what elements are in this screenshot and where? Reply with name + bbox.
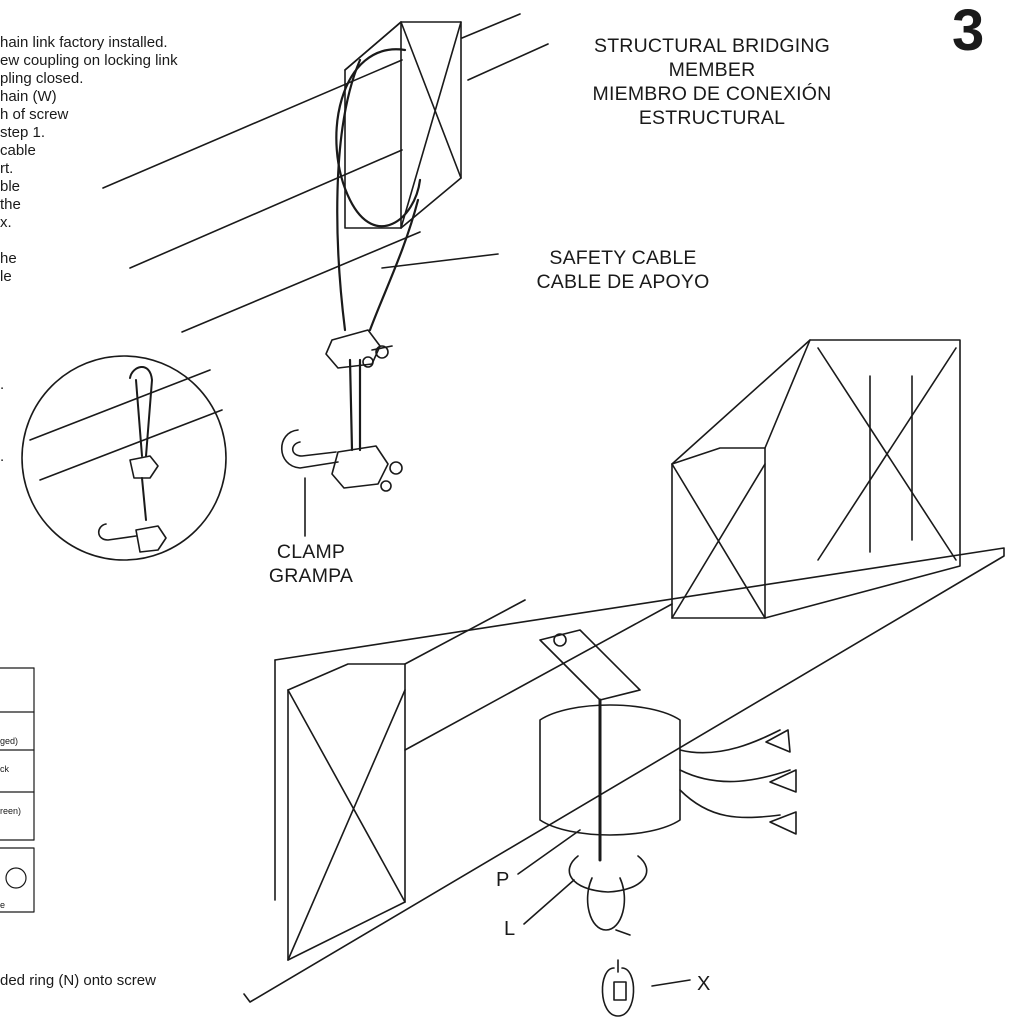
instruction-line: le xyxy=(0,268,12,285)
step-number: 3 xyxy=(952,0,985,63)
instruction-line: cable xyxy=(0,142,36,159)
instruction-line: ew coupling on locking link xyxy=(0,52,178,69)
front-box xyxy=(287,599,673,961)
wiring-cell: ged) xyxy=(0,736,19,746)
ceiling-box-structure xyxy=(671,339,961,619)
quick-link-x xyxy=(601,959,635,1017)
label-clamp: CLAMP GRAMPA xyxy=(268,541,354,587)
label-safety-cable: SAFETY CABLE CABLE DE APOYO xyxy=(536,247,710,293)
label-part-p: P xyxy=(496,869,510,891)
instruction-line: rt. xyxy=(0,160,14,177)
label-structural-bridging: STRUCTURAL BRIDGING MEMBER MIEMBRO DE CO… xyxy=(592,35,832,129)
instruction-line: x. xyxy=(0,214,12,231)
instruction-line: he xyxy=(0,250,17,267)
bottom-instruction: ded ring (N) onto screw xyxy=(0,972,156,989)
wire-nuts xyxy=(765,729,797,835)
mounting-assembly xyxy=(539,629,791,936)
instruction-line: pling closed. xyxy=(0,70,84,87)
label-part-l: L xyxy=(504,918,516,940)
instruction-line: ble xyxy=(0,178,21,195)
floor-plane xyxy=(243,547,1005,1003)
wiring-cell: e xyxy=(0,900,6,910)
instruction-line: hain (W) xyxy=(0,88,57,105)
instruction-line: step 1. xyxy=(0,124,46,141)
instruction-line: . xyxy=(0,448,5,465)
wiring-cell: ck xyxy=(0,764,9,774)
label-part-x: X xyxy=(697,973,711,995)
instruction-line: h of screw xyxy=(0,106,69,123)
instruction-line: hain link factory installed. xyxy=(0,34,168,51)
instruction-line: . xyxy=(0,376,5,393)
clamp-lower xyxy=(281,429,403,537)
instruction-line: the xyxy=(0,196,21,213)
bridging-member-box xyxy=(344,21,549,229)
part-leaders xyxy=(517,829,691,987)
safety-cable xyxy=(335,48,499,452)
detail-inset xyxy=(21,355,227,561)
wiring-cell: reen) xyxy=(0,806,22,816)
clamp-upper xyxy=(325,329,393,369)
wiring-table xyxy=(0,667,35,913)
